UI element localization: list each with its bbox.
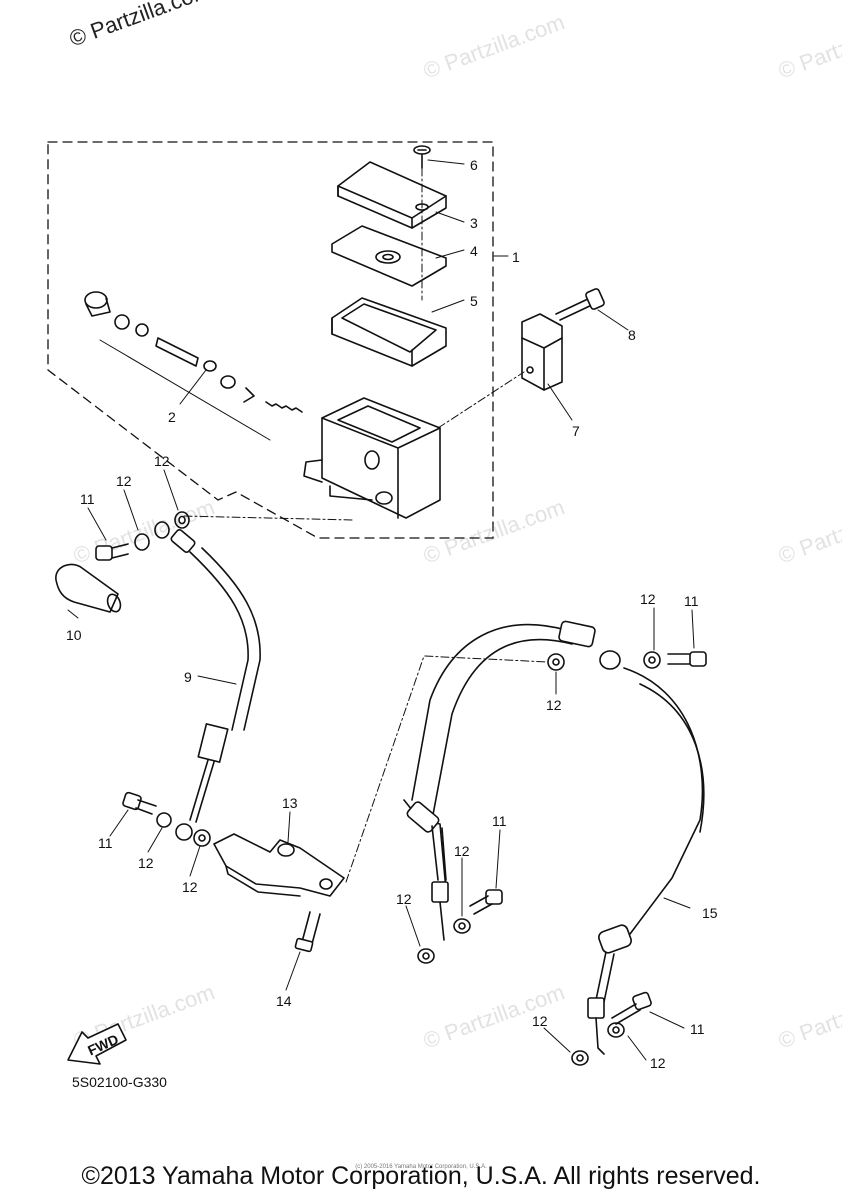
union-bolt-11 xyxy=(611,991,652,1025)
diaphragm-5 xyxy=(331,297,447,367)
connector-lines xyxy=(183,167,549,883)
union-bolt-11 xyxy=(469,889,503,915)
master-cylinder-1 xyxy=(303,397,441,519)
union-bolt-11 xyxy=(122,791,157,815)
holder-7 xyxy=(521,313,563,391)
callout-12: 12 xyxy=(182,879,198,895)
piston-kit-2 xyxy=(84,291,303,441)
callout-14: 14 xyxy=(276,993,292,1009)
callout-12: 12 xyxy=(532,1013,548,1029)
callout-11: 11 xyxy=(492,813,507,829)
bolt-14 xyxy=(294,911,321,953)
callout-12: 12 xyxy=(650,1055,666,1071)
callout-12: 12 xyxy=(396,891,412,907)
bolt-8 xyxy=(555,288,605,321)
cap-3 xyxy=(337,161,447,229)
leader-lines xyxy=(67,159,695,1061)
screw-6 xyxy=(413,145,431,169)
small-print: (c) 2005-2016 Yamaha Motor Corporation, … xyxy=(355,1164,487,1170)
callout-9: 9 xyxy=(184,669,192,685)
callout-4: 4 xyxy=(470,243,478,259)
callout-7: 7 xyxy=(572,423,580,439)
callout-11: 11 xyxy=(80,491,95,507)
fwd-label: FWD xyxy=(85,1031,121,1059)
union-bolt-11 xyxy=(95,543,129,561)
callout-13: 13 xyxy=(282,795,298,811)
callout-6: 6 xyxy=(470,157,478,173)
fwd-arrow-icon: FWD xyxy=(67,1023,127,1065)
drawing-code: 5S02100-G330 xyxy=(72,1074,167,1090)
callout-12: 12 xyxy=(454,843,470,859)
callout-15: 15 xyxy=(702,905,718,921)
callout-12: 12 xyxy=(138,855,154,871)
callout-12: 12 xyxy=(154,453,170,469)
washer-12 xyxy=(134,511,661,1066)
union-bolt-11 xyxy=(667,651,707,667)
callout-12: 12 xyxy=(546,697,562,713)
callout-10: 10 xyxy=(66,627,82,643)
callout-8: 8 xyxy=(628,327,636,343)
callout-5: 5 xyxy=(470,293,478,309)
brake-hose-9 xyxy=(170,528,261,823)
callout-11: 11 xyxy=(98,835,113,851)
callout-2: 2 xyxy=(168,409,176,425)
callout-12: 12 xyxy=(640,591,656,607)
cap-10 xyxy=(55,563,122,613)
plate-4 xyxy=(331,225,447,287)
copyright-notice: ©2013 Yamaha Motor Corporation, U.S.A. A… xyxy=(81,1162,761,1190)
callout-12: 12 xyxy=(116,473,132,489)
brake-hose-15 xyxy=(403,620,705,1055)
callout-1: 1 xyxy=(512,249,520,265)
joint-13 xyxy=(213,833,345,897)
callout-11: 11 xyxy=(690,1021,705,1037)
callout-3: 3 xyxy=(470,215,478,231)
assembly-boundary xyxy=(47,141,494,539)
callout-11: 11 xyxy=(684,593,699,609)
